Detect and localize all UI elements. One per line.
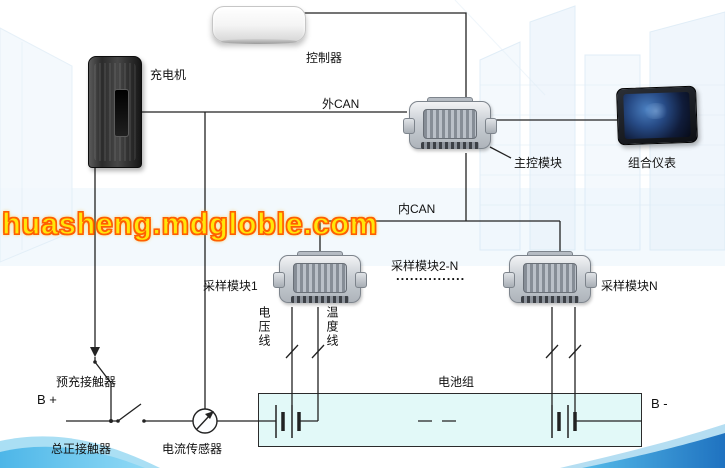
sampling-module-n-label: 采样模块N <box>601 279 658 293</box>
ecu-mount-tab <box>585 272 597 288</box>
battery-symbol-right <box>551 405 577 438</box>
charger-display-window <box>114 89 129 137</box>
watermark-text: huasheng.mdgloble.com <box>1 205 378 241</box>
charger-label: 充电机 <box>150 68 187 82</box>
samplingN-sense-wires <box>551 307 576 412</box>
ecu-core <box>293 263 347 293</box>
ecu-mount-tab <box>355 272 367 288</box>
ecu-pins <box>521 296 579 303</box>
ext-can-label: 外CAN <box>322 97 360 111</box>
controller-to-main-wire <box>304 12 467 97</box>
ecu-pins <box>421 142 479 149</box>
ecu-mount-tab <box>273 272 285 288</box>
int-can-label: 内CAN <box>398 202 436 216</box>
temperature-line-label: 温度线 <box>325 306 339 348</box>
bottom-left-wave <box>0 436 160 468</box>
ecu-mount-tab <box>503 272 515 288</box>
wire-break-marks <box>285 344 582 359</box>
current-sensor-symbol <box>192 408 218 434</box>
charger-device <box>88 56 142 168</box>
main-module-label-pointer <box>489 146 512 159</box>
sampling-module-1-device <box>273 251 367 307</box>
main-positive-contactor-label: 总正接触器 <box>51 442 112 456</box>
down-arrow <box>90 347 100 357</box>
ecu-mount-tab <box>403 118 415 134</box>
battery-pack-box <box>258 393 642 447</box>
sampling-module-1-label: 采样模块1 <box>203 279 258 293</box>
precharge-contactor-label: 预充接触器 <box>56 375 117 389</box>
sampling-module-n-device <box>503 251 597 307</box>
current-sensor-label: 电流传感器 <box>162 442 223 456</box>
sampling1-sense-wires <box>291 307 319 421</box>
bottom-right-wave <box>560 424 725 468</box>
left-architecture-sketch <box>0 27 73 263</box>
main-module-label: 主控模块 <box>514 156 563 170</box>
battery-pack-label: 电池组 <box>438 375 475 389</box>
instrument-cluster-device <box>616 85 698 146</box>
instrument-cluster-screen <box>623 91 691 140</box>
ecu-pins <box>291 296 349 303</box>
controller-label: 控制器 <box>306 51 343 65</box>
b-plus-terminal-label: B + <box>37 392 57 407</box>
controller-device-base <box>221 39 297 44</box>
main-contactor-symbol <box>66 403 193 422</box>
main-control-module-device <box>403 97 497 153</box>
voltage-line-label: 电压线 <box>257 306 271 348</box>
ecu-mount-tab <box>485 118 497 134</box>
battery-symbol-left <box>275 405 301 438</box>
controller-device <box>212 6 306 44</box>
sampling-ellipsis: ............... <box>396 268 466 283</box>
ecu-core <box>523 263 577 293</box>
ecu-core <box>423 109 477 139</box>
instrument-cluster-label: 组合仪表 <box>628 156 677 170</box>
int-can-drops <box>319 221 561 251</box>
b-minus-terminal-label: B - <box>651 396 668 411</box>
sampling-module-2n-label: 采样模块2-N <box>391 259 459 273</box>
